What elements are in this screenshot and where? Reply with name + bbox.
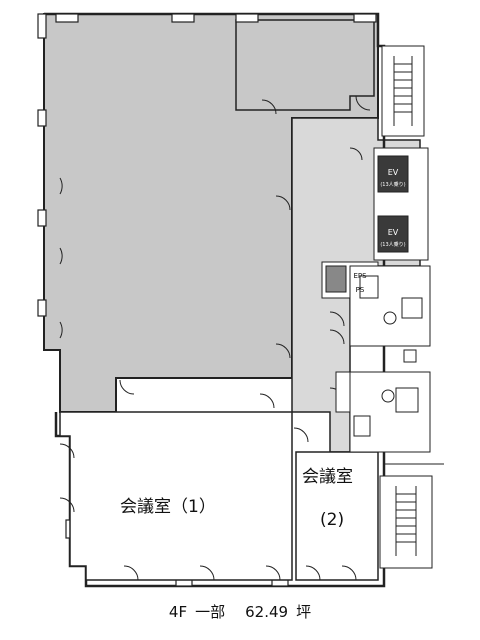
meeting-room-1-outline: [59, 411, 293, 581]
stair-bottom: [379, 463, 444, 569]
meeting-room-2-label-line2: (2): [320, 510, 345, 530]
floor-section: 一部: [195, 603, 226, 621]
ps-label: PS: [356, 286, 365, 294]
floor-caption: 4F 一部 62.49 坪: [0, 601, 480, 622]
office-subroom: [235, 19, 375, 111]
floor-number: 4F: [168, 603, 188, 621]
meeting-room-2-label-line1: 会議室: [302, 467, 353, 487]
eps-label: EPS: [353, 272, 367, 280]
ev-1-label: EV: [388, 168, 399, 177]
meeting-room-1-label: 会議室（1）: [120, 497, 216, 517]
floor-area: 62.49: [245, 603, 289, 621]
office-area: [43, 13, 379, 413]
floor-area-unit: 坪: [296, 603, 312, 621]
stair-top: [381, 45, 425, 137]
door-swings: [59, 95, 371, 581]
ev-2-label: EV: [388, 228, 399, 237]
ev-1-sub-label: (13人乗り): [380, 181, 405, 188]
elevator-shafts: [373, 147, 429, 261]
toilets: [335, 265, 431, 453]
ev-2-sub-label: (13人乗り): [380, 241, 405, 248]
